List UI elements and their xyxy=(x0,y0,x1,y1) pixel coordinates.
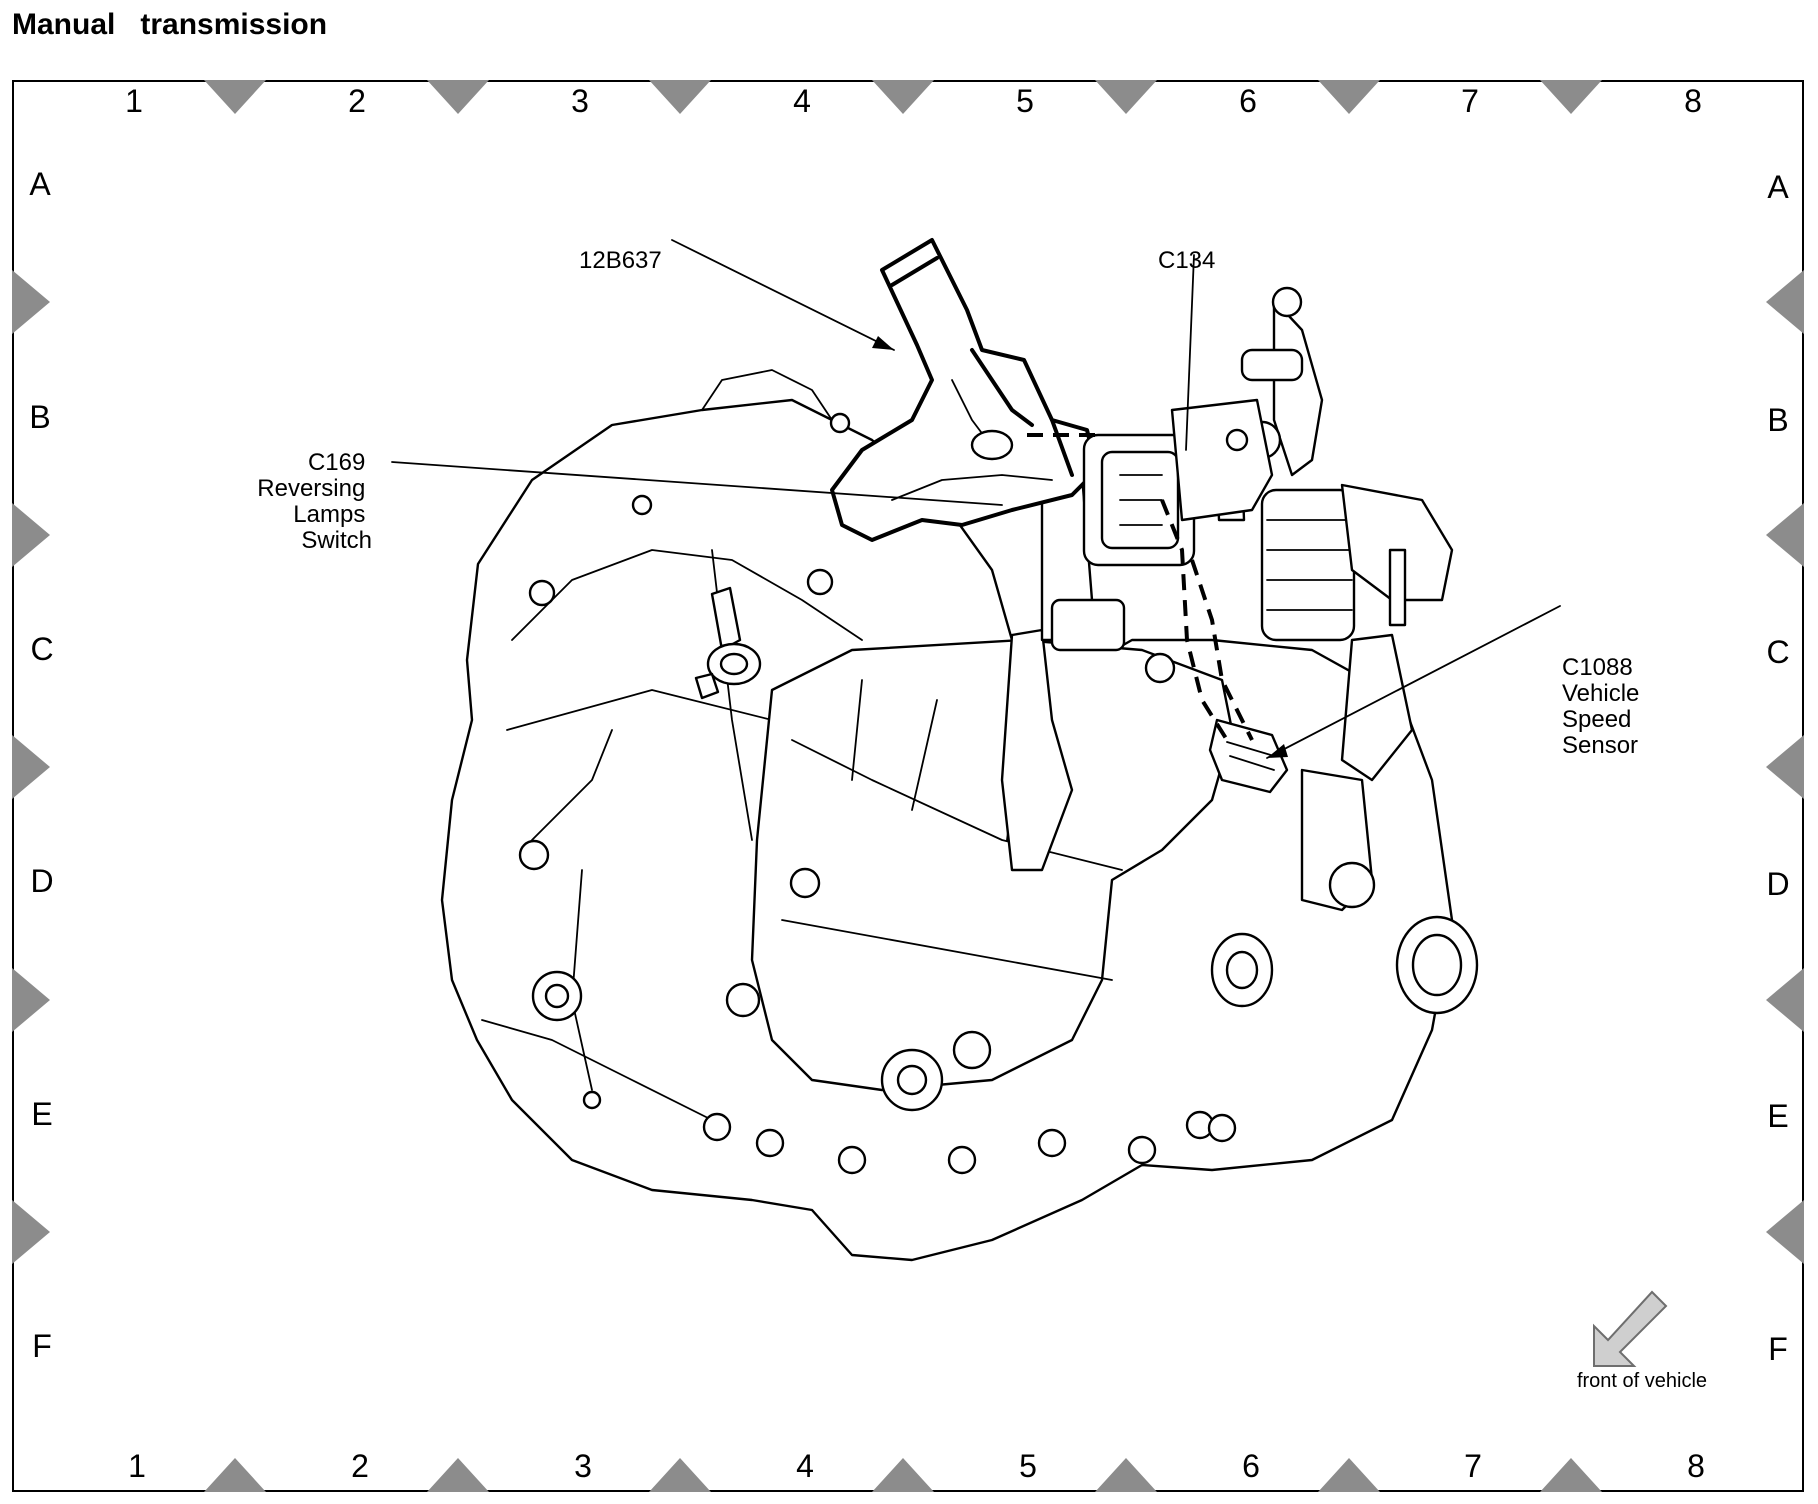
vehicle-speed-sensor xyxy=(1208,718,1289,794)
callout-leaders xyxy=(391,239,1561,759)
callout-c169-line: Lamps xyxy=(293,501,365,528)
col-label-bottom: 7 xyxy=(1464,1448,1482,1484)
leader-12B637 xyxy=(671,239,895,351)
row-label-right: B xyxy=(1767,402,1788,438)
callout-c134: C134 xyxy=(1158,247,1215,274)
callout-c1088: C1088 Vehicle Speed Sensor xyxy=(1562,654,1646,759)
gear-selector-mechanism xyxy=(1215,286,1454,642)
col-label-top: 7 xyxy=(1461,83,1479,119)
callout-c169: C169 Reversing Lamps Switch xyxy=(257,449,372,554)
leader-arrowhead-c1088 xyxy=(1267,744,1288,758)
col-label-top: 3 xyxy=(571,83,589,119)
callout-c169-line: C169 xyxy=(308,449,365,476)
right-markers xyxy=(1766,270,1804,1264)
wiring-harness-12B637 xyxy=(830,238,1099,542)
leader-c169 xyxy=(391,461,1003,506)
col-label-top: 5 xyxy=(1016,83,1034,119)
front-of-vehicle-label: front of vehicle xyxy=(1577,1370,1707,1392)
callout-12B637: 12B637 xyxy=(579,247,662,274)
col-label-bottom: 1 xyxy=(128,1448,146,1484)
col-label-top: 1 xyxy=(125,83,143,119)
left-markers xyxy=(12,270,50,1264)
callout-c1088-line: Vehicle xyxy=(1562,680,1639,707)
callout-c1088-line: C1088 xyxy=(1562,654,1633,681)
row-label-left: D xyxy=(30,863,53,899)
page-title: Manual transmission xyxy=(12,8,328,41)
row-label-left: C xyxy=(30,631,53,667)
hidden-harness-route xyxy=(1027,433,1254,742)
leader-arrowhead-12B637 xyxy=(872,336,894,350)
front-of-vehicle-indicator: front of vehicle xyxy=(1577,1290,1707,1392)
bottom-markers xyxy=(204,1458,1602,1492)
callout-c169-line: Reversing xyxy=(257,475,365,502)
row-label-right: C xyxy=(1766,634,1789,670)
callout-c1088-line: Speed xyxy=(1562,706,1631,733)
col-label-top: 4 xyxy=(793,83,811,119)
col-label-top: 6 xyxy=(1239,83,1257,119)
callout-c169-line: Switch xyxy=(301,527,372,554)
col-label-bottom: 8 xyxy=(1687,1448,1705,1484)
arrow-down-left-icon xyxy=(1593,1290,1668,1367)
col-label-bottom: 5 xyxy=(1019,1448,1037,1484)
reversing-lamp-switch xyxy=(694,586,762,700)
row-label-right: D xyxy=(1766,866,1789,902)
connector-c134 xyxy=(1082,398,1274,567)
row-label-left: B xyxy=(29,399,50,435)
shift-tower xyxy=(1000,473,1414,912)
row-label-left: E xyxy=(31,1096,52,1132)
top-markers xyxy=(204,80,1602,114)
leader-c1088 xyxy=(1266,605,1561,759)
callout-c1088-line: Sensor xyxy=(1562,732,1638,759)
col-label-bottom: 3 xyxy=(574,1448,592,1484)
transmission-illustration xyxy=(440,238,1479,1262)
grid-border-markers xyxy=(12,80,1804,1492)
row-label-right: A xyxy=(1767,169,1789,205)
output-flange xyxy=(1210,915,1479,1015)
leader-c134 xyxy=(1185,254,1195,451)
row-label-left: A xyxy=(29,166,51,202)
row-label-right: F xyxy=(1768,1331,1788,1367)
col-label-bottom: 4 xyxy=(796,1448,814,1484)
col-label-top: 2 xyxy=(348,83,366,119)
col-label-top: 8 xyxy=(1684,83,1702,119)
diagram-frame: 1 2 3 4 5 6 7 8 1 2 3 4 5 6 7 8 A B C D … xyxy=(12,80,1804,1492)
row-label-right: E xyxy=(1767,1098,1788,1134)
col-label-bottom: 2 xyxy=(351,1448,369,1484)
bolt-row xyxy=(702,1110,1237,1175)
row-label-left: F xyxy=(32,1328,52,1364)
col-label-bottom: 6 xyxy=(1242,1448,1260,1484)
